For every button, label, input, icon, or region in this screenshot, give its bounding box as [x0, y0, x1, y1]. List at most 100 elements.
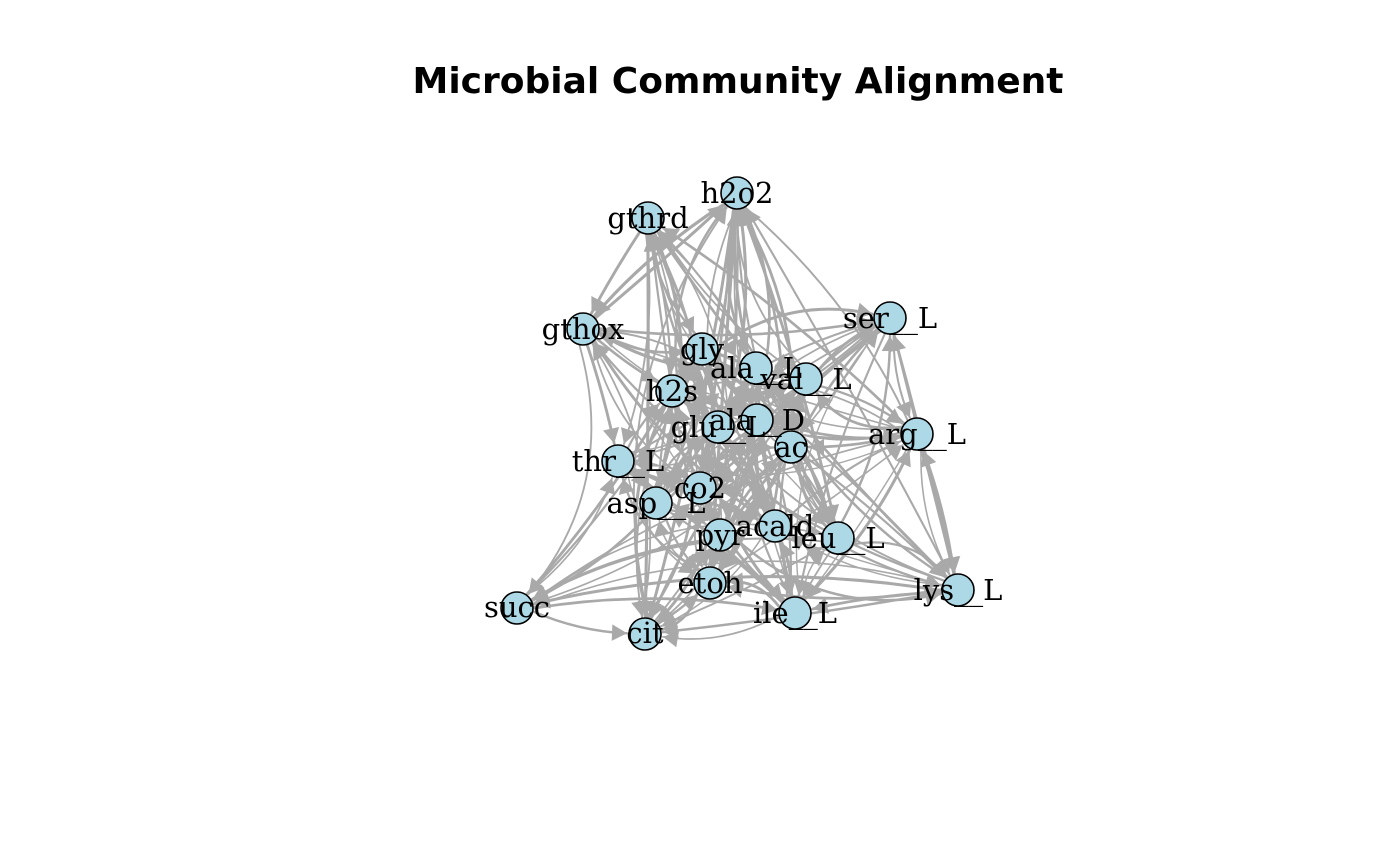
node-leu--L — [821, 521, 855, 555]
edge-arrowhead — [761, 459, 778, 476]
edge-arrowhead — [611, 624, 628, 641]
edge-arg__L-to-ile__L — [805, 446, 909, 600]
edge-arrowhead — [681, 553, 698, 570]
edge-arrowhead — [726, 210, 744, 227]
edge-arrowhead — [650, 600, 666, 618]
edge-arrowhead — [655, 468, 672, 486]
edge-arrowhead — [883, 432, 900, 450]
node-label-succ: succ — [484, 590, 550, 624]
edge-lys__L-to-h2o2 — [745, 207, 952, 578]
edge-arrowhead — [679, 315, 695, 334]
edge-arrowhead — [621, 427, 637, 444]
node-label-co2: co2 — [674, 471, 726, 505]
node-etoh — [693, 566, 727, 600]
edge-arrowhead — [528, 577, 545, 595]
node-glu--L — [701, 410, 735, 444]
node-label-arg--L: arg__L — [868, 417, 966, 452]
edge-arrowhead — [885, 408, 903, 424]
edge-arrowhead — [761, 599, 778, 616]
edge-arrowhead — [733, 334, 749, 352]
edge-arrowhead — [635, 453, 652, 470]
node-label-h2s: h2s — [646, 374, 698, 408]
edge-arrowhead — [808, 438, 825, 456]
edge-arrowhead — [812, 597, 830, 614]
edge-arrowhead — [706, 504, 722, 522]
edge-arrowhead — [602, 427, 620, 444]
edge-arrowhead — [688, 508, 706, 525]
edge-arrowhead — [779, 542, 796, 560]
node-label-lys--L: lys__L — [914, 573, 1003, 608]
node-ile--L — [778, 596, 812, 630]
edge-arrowhead — [805, 547, 823, 562]
node-label-val--L: val__L — [759, 362, 851, 397]
edge-arrowhead — [808, 508, 826, 526]
edge-arrowhead — [645, 235, 662, 252]
edge-gthox-to-succ — [527, 343, 593, 596]
edge-arrowhead — [679, 595, 697, 612]
edge-arrowhead — [592, 344, 608, 362]
edge-arrowhead — [671, 512, 689, 529]
edge-arrowhead — [730, 440, 747, 457]
edge-arrowhead — [639, 366, 657, 382]
edge-arrowhead — [686, 401, 704, 418]
node-label-ac: ac — [774, 430, 808, 464]
edge-ser__L-to-ile__L — [797, 332, 887, 597]
edge-arrowhead — [764, 383, 779, 401]
edge-arrowhead — [695, 454, 713, 471]
edge-ile__L-to-ala__D — [750, 436, 793, 599]
edge-arrowhead — [800, 414, 816, 432]
edge-pyr-to-lys__L — [734, 537, 942, 602]
node-ser--L — [873, 301, 907, 335]
edge-arg__L-to-gthox — [599, 334, 903, 431]
edge-arrowhead — [731, 504, 748, 522]
node-layer — [500, 176, 975, 651]
node-label-ala--L: ala__L — [710, 351, 802, 386]
node-ala--D — [740, 403, 774, 437]
edge-arrowhead — [719, 339, 736, 356]
edge-arrowhead — [757, 439, 774, 457]
node-gly — [685, 332, 719, 366]
edge-gthrd-to-cit — [643, 232, 650, 618]
edge-arrowhead — [689, 376, 706, 393]
node-label-leu--L: leu__L — [791, 521, 884, 556]
edge-lys__L-to-gthrd — [656, 231, 950, 580]
edge-arrowhead — [662, 617, 680, 634]
edge-arrowhead — [751, 493, 767, 511]
node-lys--L — [941, 573, 975, 607]
edge-arrowhead — [766, 583, 783, 600]
edge-arrowhead — [662, 357, 679, 374]
edge-acald-to-h2o2 — [742, 208, 785, 512]
edge-succ-to-thr__L — [525, 477, 613, 596]
node-label-h2o2: h2o2 — [700, 176, 773, 210]
edge-arrowhead — [885, 445, 903, 461]
edge-arrowhead — [708, 455, 724, 473]
edge-arrowhead — [930, 559, 947, 577]
edge-arrowhead — [779, 578, 796, 596]
edge-arrowhead — [722, 501, 739, 518]
node-gthrd — [631, 201, 665, 235]
edge-arrowhead — [618, 478, 635, 496]
edge-etoh-to-arg__L — [722, 444, 904, 575]
node-label-ile--L: ile__L — [753, 596, 837, 631]
edge-arrowhead — [790, 535, 808, 551]
edge-arrowhead — [746, 208, 761, 226]
edge-lys__L-to-ala__L — [763, 382, 949, 580]
node-label-glu--L: glu__L — [671, 410, 766, 445]
plot-title: Microbial Community Alignment — [413, 61, 1064, 102]
node-label-gly: gly — [680, 332, 725, 366]
edge-arrowhead — [862, 331, 879, 349]
node-cit — [628, 617, 662, 651]
node-asp--L — [639, 486, 673, 520]
edge-arrowhead — [790, 396, 807, 414]
edge-arrowhead — [778, 392, 795, 410]
edge-arrowhead — [676, 363, 692, 381]
edge-lys__L-to-glu__L — [729, 439, 946, 582]
node-label-ser--L: ser__L — [843, 301, 937, 336]
edge-arg__L-to-gthrd — [661, 226, 906, 426]
node-label-ala--D: ala__D — [709, 403, 805, 438]
edge-arrowhead — [675, 407, 692, 425]
node-ala--L — [739, 351, 773, 385]
node-label-cit: cit — [626, 616, 664, 650]
